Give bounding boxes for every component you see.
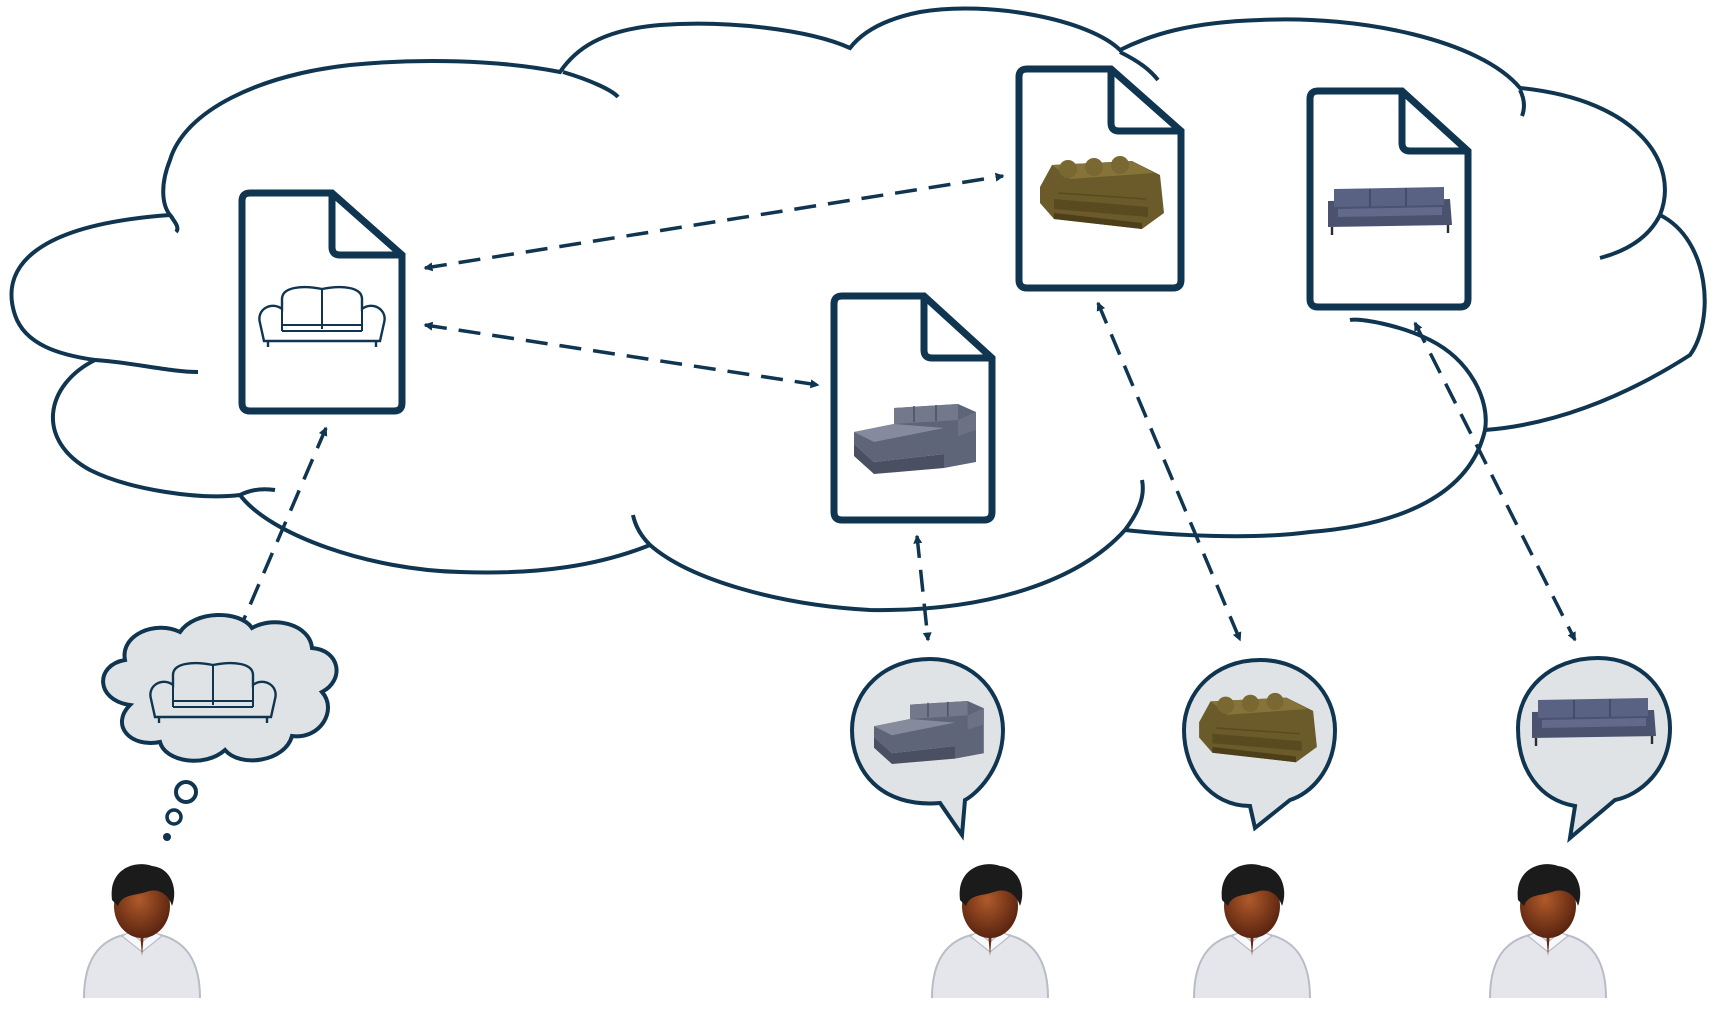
arrow-olive-person: [1096, 301, 1242, 642]
document-blue: [1306, 87, 1472, 311]
arrow-sketch-olive: [423, 172, 1005, 272]
speech-bubble-olive: [1181, 657, 1338, 832]
document-sketch: [238, 189, 406, 415]
arrow-sectional-person: [913, 534, 932, 642]
thought-dot: [174, 780, 198, 804]
person-icon: [931, 863, 1049, 999]
arrows: [233, 172, 1577, 642]
speech-bubble-blue: [1515, 655, 1673, 843]
thought-bubble: [101, 613, 339, 841]
document-olive: [1015, 65, 1185, 292]
arrow-sketch-person: [233, 426, 328, 642]
document-sectional: [830, 292, 996, 524]
speech-bubble-sectional: [849, 656, 1006, 841]
person-icon: [83, 863, 201, 999]
person-icon: [1193, 863, 1311, 999]
thought-dot: [163, 833, 171, 841]
thought-dot: [165, 808, 183, 826]
person-icon: [1489, 863, 1607, 999]
arrow-blue-person: [1413, 321, 1577, 642]
